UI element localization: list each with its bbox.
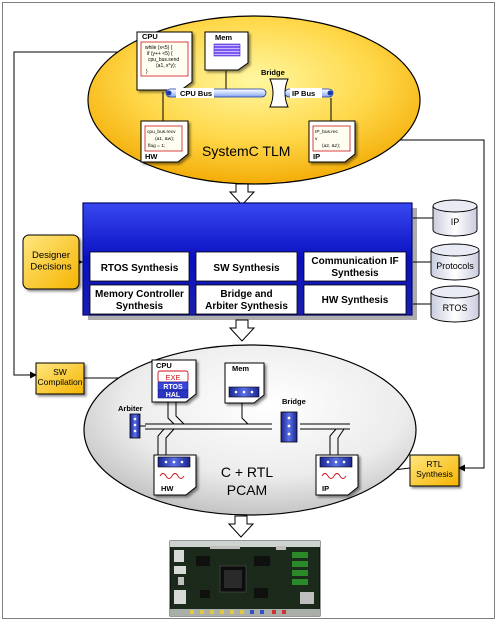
tlm-cpu-bus-label-bg [176, 88, 214, 98]
tlm-mem-array [213, 43, 241, 57]
pcam-hw-label: HW [161, 484, 174, 493]
tlm-cpu-code-line-1: while (x<5) { [145, 45, 173, 51]
pcam-bridge-dots [287, 416, 291, 436]
tlm-ip-code-line-1: IP_bus.rec [315, 129, 339, 135]
sw-synthesis-box [195, 251, 298, 282]
tlm-ip-bus-label-bg [290, 88, 322, 98]
pcam-model: Arbiter CPU EXE RTOS HAL Mem Bridge [83, 344, 417, 516]
pcam-cpu-hal [157, 389, 189, 399]
communication-if-synthesis-box [303, 251, 407, 282]
tlm-title: SystemC TLM [202, 143, 290, 159]
memory-controller-synthesis-box [89, 284, 190, 315]
database-rtos [430, 285, 480, 323]
flow-arrow-pcam-to-board [227, 515, 255, 538]
tlm-bridge-label: Bridge [261, 68, 285, 77]
cpu-to-sw-compilation-line [13, 51, 140, 379]
pcam-ip-label: IP [322, 484, 329, 493]
hw-synthesis-box [303, 284, 407, 315]
pcam-cpu-label: CPU [156, 361, 172, 370]
pcam-arbiter-dots [133, 417, 137, 433]
tlm-hw-code-line-3: flag = 1; [148, 143, 165, 149]
tlm-ip-code-line-2: v [315, 137, 318, 142]
tlm-cpu-bus-left-port [166, 90, 172, 96]
bridge-arbiter-synthesis-box [195, 284, 298, 315]
tlm-hw-code-line-2: (a1, &w); [155, 136, 174, 142]
tlm-ip-code-line-3: (a2, &z); [322, 143, 340, 149]
pcam-mem-port-dots [234, 390, 254, 394]
tlm-ip-bus-label: IP Bus [292, 89, 315, 98]
pcam-hw-port-dots [164, 460, 184, 464]
pcam-hw-logic [159, 473, 185, 479]
pcam-ip-port-dots [326, 460, 346, 464]
tlm-ip-bus-right-port [327, 90, 333, 96]
rtos-synthesis-label: RTOS Synthesis [101, 263, 179, 274]
tlm-cpu-code-box [140, 41, 189, 77]
flow-arrow-tlm-to-synthesis [228, 183, 256, 206]
pcam-bridge-label: Bridge [282, 397, 306, 406]
designer-decisions-box [22, 234, 80, 290]
pcam-cpu-hal-label: HAL [166, 392, 181, 399]
tlm-cpu-code-line-4: (a1, x*y); [156, 63, 176, 69]
rtos-synthesis-box [89, 251, 190, 282]
tlm-cpu-bus-label: CPU Bus [180, 89, 212, 98]
pcam-cpu-exe-label: EXE [165, 373, 180, 382]
tlm-hw-code-box [144, 125, 183, 152]
tlm-cpu-label: CPU [142, 32, 158, 41]
pcam-mem-label: Mem [232, 364, 249, 373]
fpga-board-image [169, 540, 321, 617]
tlm-hw-code-line-1: cpu_bus.recv [147, 129, 176, 135]
pcam-title-line2: PCAM [227, 482, 267, 498]
database-protocols [430, 243, 480, 281]
sw-synthesis-label: SW Synthesis [213, 263, 280, 274]
tlm-cpu-code-line-3: cpu_bus.send [148, 57, 179, 63]
pcam-title-line1: C + RTL [221, 464, 273, 480]
database-protocols-label: Protocols [436, 261, 474, 271]
pcam-bus-taps [157, 401, 345, 456]
sw-compilation-box [35, 362, 85, 395]
pcam-arbiter-label: Arbiter [118, 404, 143, 413]
tlm-mem-label: Mem [215, 33, 232, 42]
tlm-hw-label: HW [145, 152, 158, 161]
rtl-synthesis-box [409, 454, 460, 487]
figure-frame [2, 2, 495, 619]
tlm-bridge-shape [269, 78, 289, 108]
synthesis-block: RTOS Synthesis SW Synthesis Communicatio… [82, 202, 417, 320]
pcam-ip-logic [321, 473, 347, 479]
database-rtos-label: RTOS [443, 303, 468, 313]
flow-arrow-synthesis-to-pcam [228, 319, 256, 342]
tlm-ip-label: IP [313, 152, 320, 161]
hw-synthesis-label: HW Synthesis [322, 295, 389, 306]
pcam-cpu-rtos-label: RTOS [163, 384, 183, 391]
ip-to-rtl-synthesis-line [355, 139, 485, 472]
database-ip-label: IP [451, 217, 460, 227]
systemc-tlm-model: CPU while (x<5) { if (y++ <5) { cpu_bus.… [87, 15, 421, 185]
tlm-cpu-code-line-2: if (y++ <5) { [147, 51, 173, 57]
database-ip [432, 199, 478, 237]
tlm-cpu-code-line-5: } [146, 69, 148, 75]
tlm-ip-code-box [312, 125, 351, 152]
